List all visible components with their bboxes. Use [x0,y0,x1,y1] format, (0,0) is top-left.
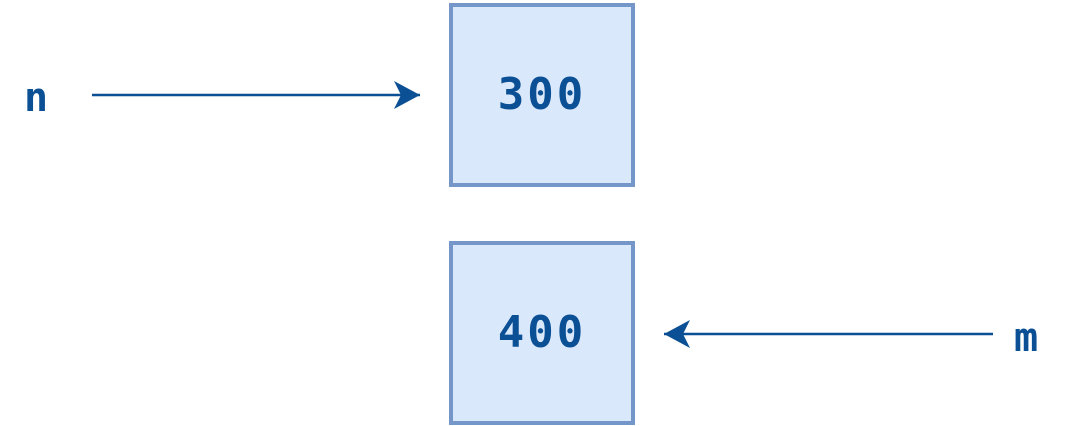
object-box-400: 400 [449,241,635,425]
variable-label-n: n [24,75,49,121]
variable-label-m: m [1014,315,1039,361]
object-box-300: 300 [449,3,635,187]
object-value-400: 400 [497,307,587,358]
object-value-300: 300 [497,69,587,120]
